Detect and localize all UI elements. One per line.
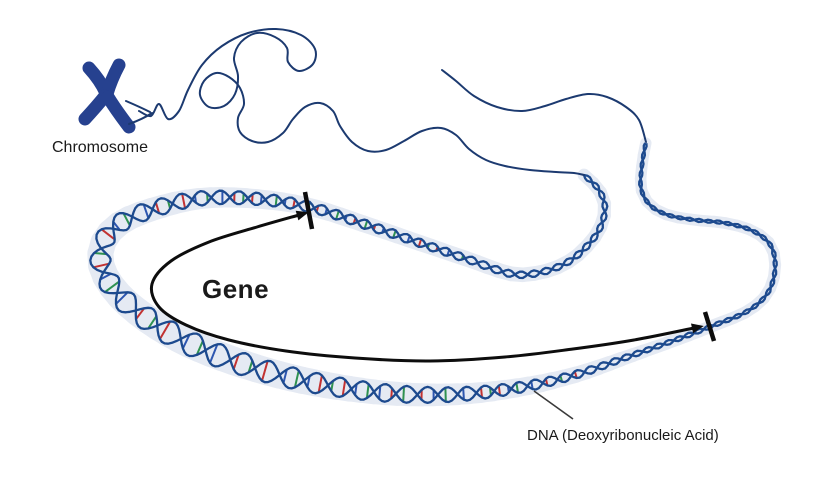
dna-label: DNA (Deoxyribonucleic Acid)	[527, 427, 719, 444]
dna-leader-line	[533, 390, 574, 420]
chromosome-icon	[78, 58, 153, 134]
chromosome-label: Chromosome	[52, 139, 149, 156]
chromatin-fiber-line	[138, 27, 585, 176]
fiber-emerging-lines	[125, 100, 153, 125]
dna-band	[87, 137, 782, 407]
gene-end-tick	[702, 311, 717, 342]
dna-helix-strands	[89, 142, 778, 405]
gene-label: Gene	[202, 274, 270, 304]
chromatin-fiber-return-line	[441, 69, 647, 143]
gene-span-arrow	[149, 191, 717, 363]
gene-start-tick	[302, 191, 315, 230]
